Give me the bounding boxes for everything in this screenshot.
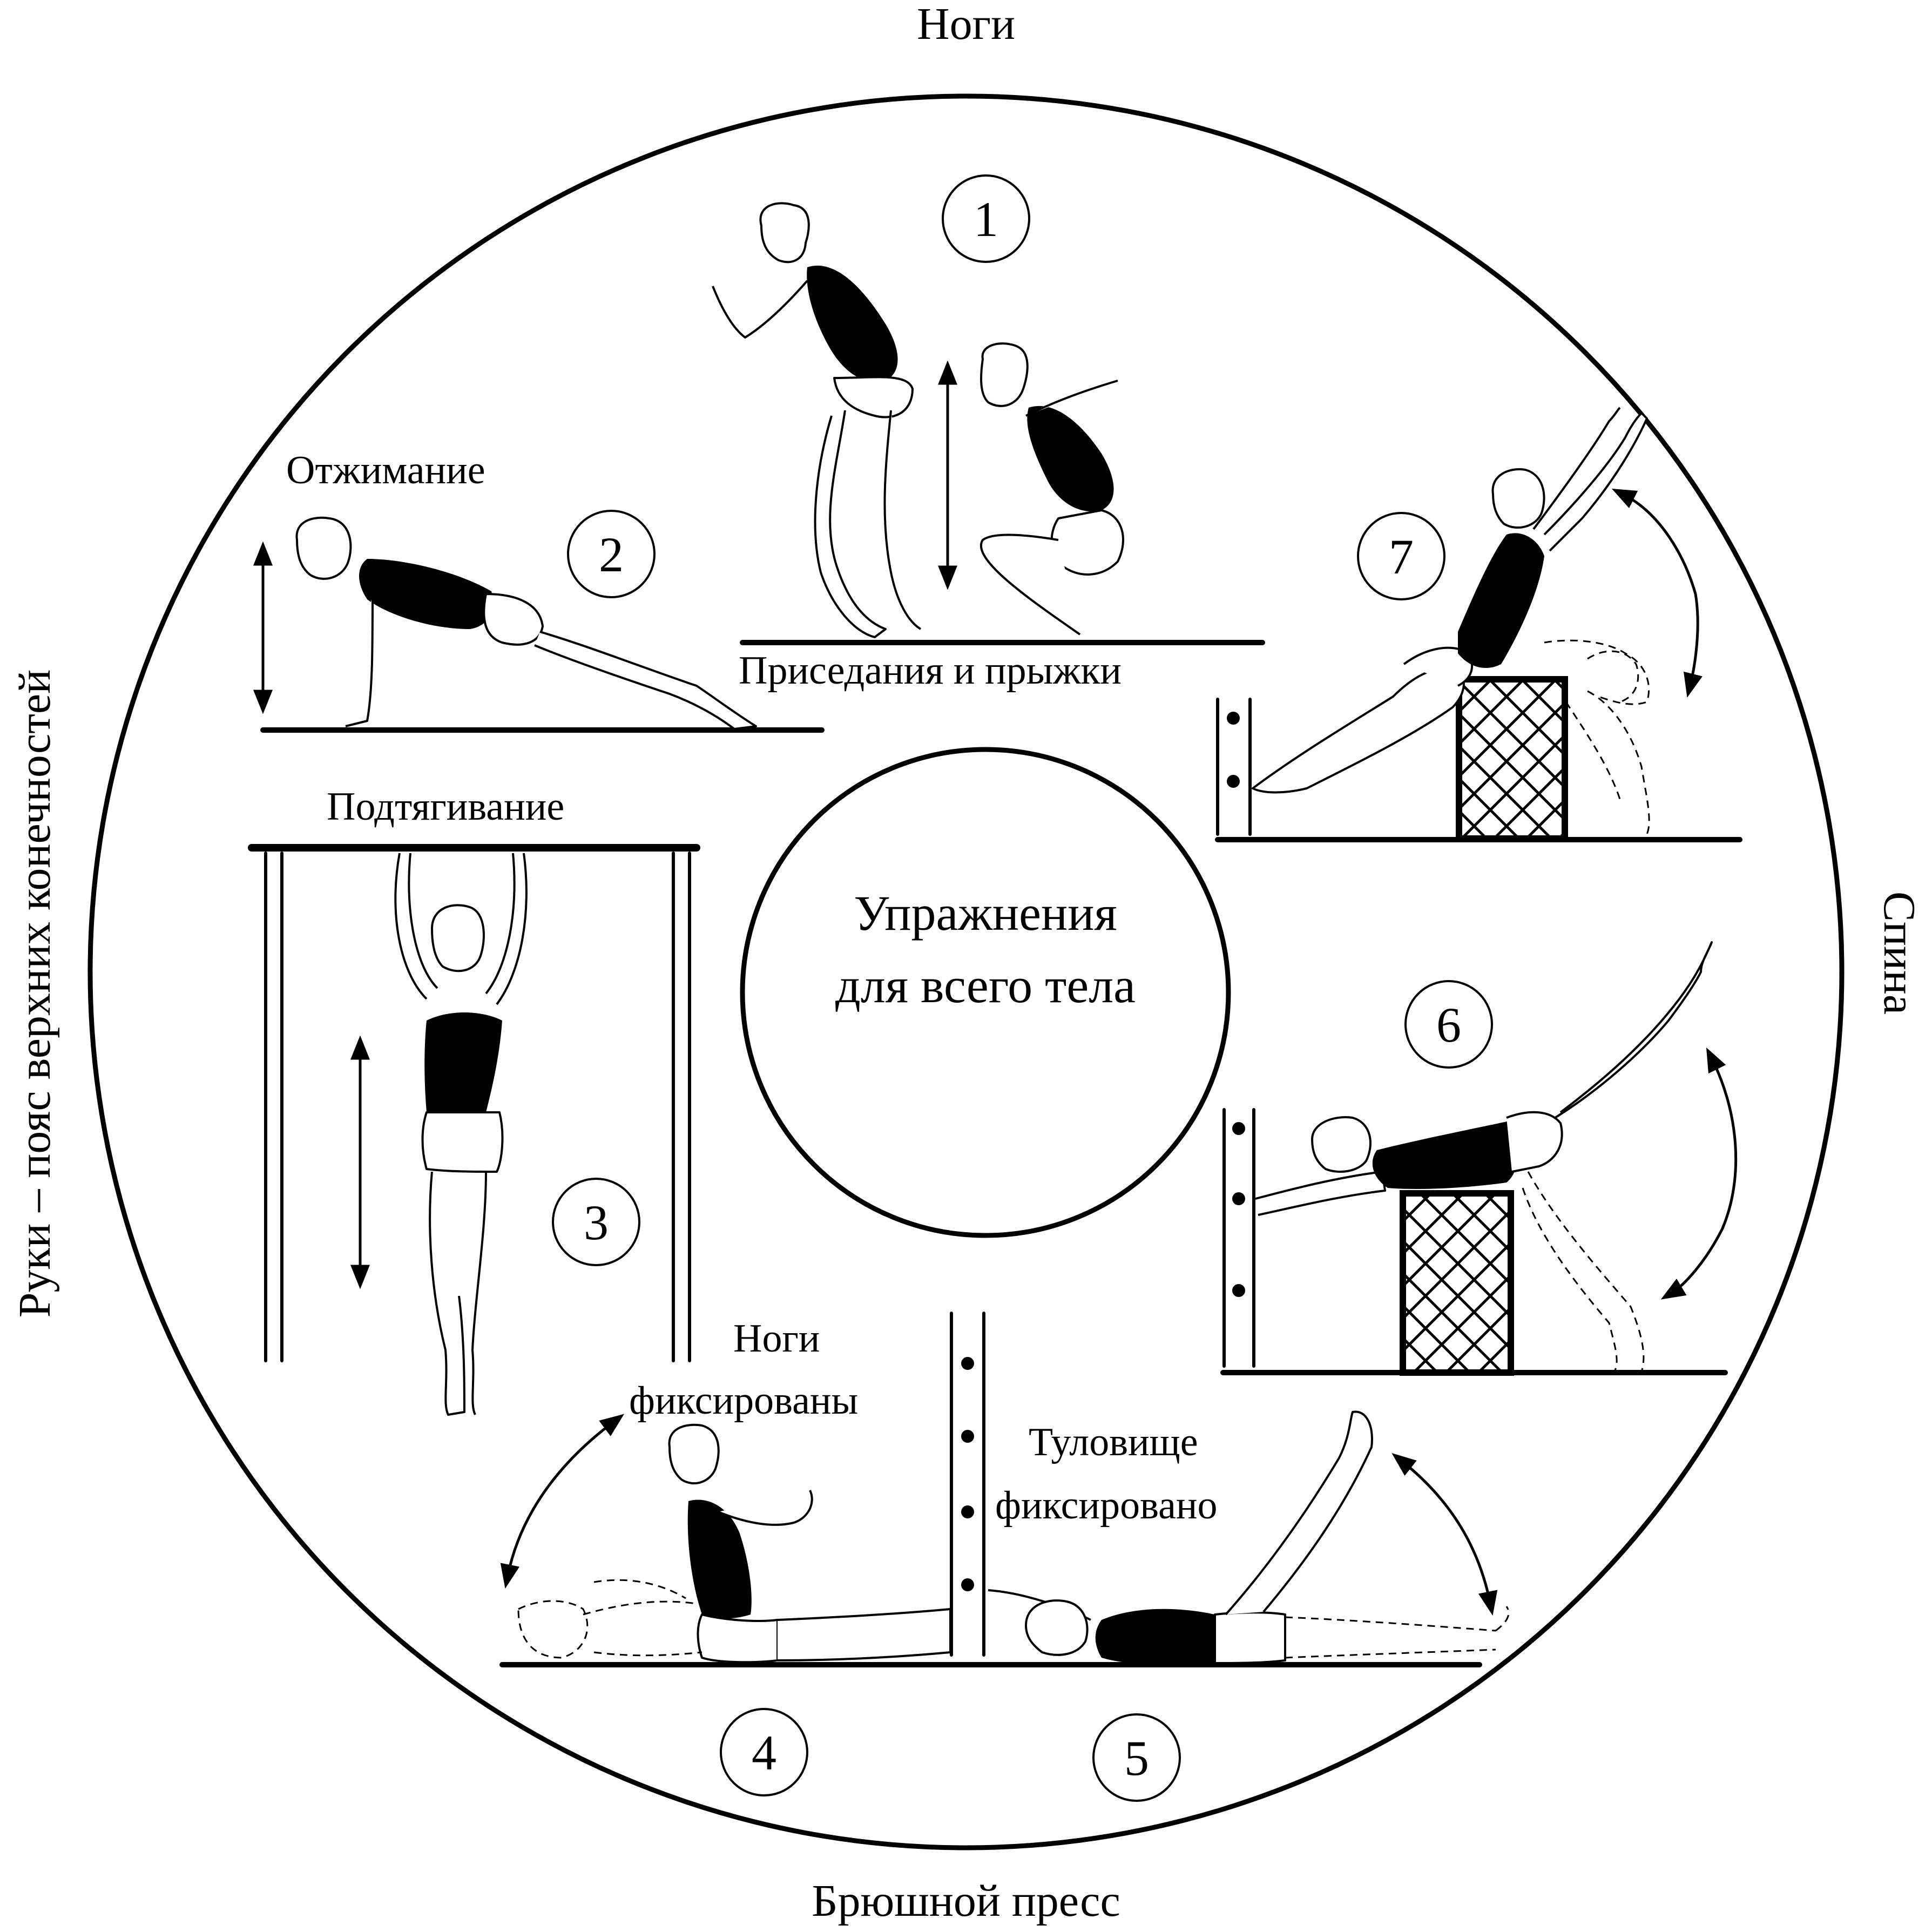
number-circle — [720, 1708, 808, 1796]
exercise-2-pushups: Отжимание 2 — [253, 448, 825, 733]
exercise-number: 5 — [1124, 1731, 1149, 1786]
exercise-7-back-extension-box: 7 — [1215, 407, 1742, 842]
exercise-label: Отжимание — [286, 448, 485, 492]
number-circle — [567, 510, 656, 598]
figure-situp-lying-ghost — [517, 1579, 702, 1659]
exercise-3-pullups: Подтягивание 3 — [248, 785, 700, 1416]
figure-squatting — [980, 342, 1124, 636]
exercise-label-line1: Ноги — [733, 1316, 820, 1361]
number-circle — [552, 1178, 640, 1266]
figure-box-extension — [1252, 407, 1648, 794]
side-label-top: Ноги — [917, 0, 1015, 49]
center-hub: Упражнения для всего тела — [740, 747, 1231, 1238]
exercise-number: 2 — [599, 527, 624, 582]
center-title-line2: для всего тела — [835, 958, 1136, 1013]
figure-prone-extension — [1255, 941, 1713, 1216]
exercise-number: 3 — [584, 1195, 609, 1250]
exercise-number: 6 — [1436, 997, 1461, 1052]
exercise-number: 4 — [752, 1725, 776, 1780]
exercise-number: 7 — [1389, 529, 1414, 584]
outer-circle — [87, 93, 1845, 1850]
figure-jumping — [712, 202, 922, 638]
figure-pullup — [394, 853, 528, 1416]
number-circle — [1404, 980, 1493, 1069]
number-circle — [942, 174, 1030, 263]
figure-leg-raise — [988, 1410, 1373, 1665]
side-label-bottom: Брюшной пресс — [812, 1876, 1120, 1926]
figure-prone-ghost — [1522, 1171, 1645, 1372]
figure-pushup — [295, 516, 757, 730]
exercise-1-squats-jumps: 1 Приседания и прыжки — [712, 174, 1265, 693]
exercise-label-line2: фиксировано — [995, 1483, 1218, 1528]
number-circle — [1357, 512, 1445, 600]
vaulting-box — [1400, 1190, 1514, 1376]
side-label-left: Руки – пояс верхних конечностей — [10, 670, 60, 1318]
figure-box-ghost — [1544, 639, 1650, 835]
figure-situp — [668, 1423, 951, 1664]
exercise-number: 1 — [974, 192, 998, 247]
vaulting-box — [1456, 676, 1568, 842]
exercise-label: Подтягивание — [327, 785, 564, 829]
figure-leg-lowered-ghost — [1285, 1606, 1510, 1659]
center-title-line1: Упражнения — [854, 886, 1117, 941]
exercise-6-back-extension-prone: 6 — [1220, 941, 1738, 1376]
exercise-5-leg-raises-torso-fixed: Туловище фиксировано 5 — [988, 1410, 1510, 1802]
exercise-label-line1: Туловище — [1029, 1420, 1198, 1464]
side-label-right: Спина — [1874, 891, 1924, 1015]
number-circle — [1092, 1713, 1181, 1802]
exercise-label-line2: фиксированы — [629, 1379, 858, 1423]
exercise-label: Приседания и прыжки — [739, 648, 1122, 693]
exercise-4-situps-legs-fixed: Ноги фиксированы 4 — [499, 1312, 1482, 1796]
